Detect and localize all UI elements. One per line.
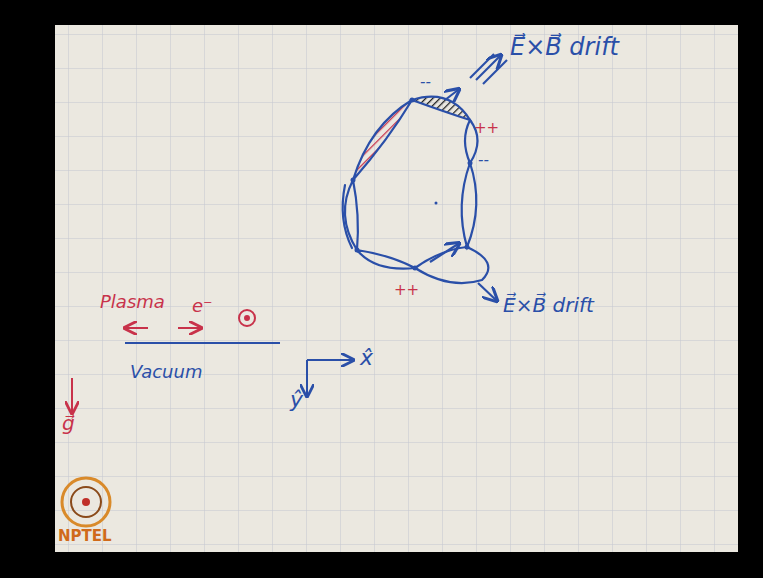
graph-paper — [55, 25, 738, 552]
drift-arrows — [430, 54, 507, 300]
flux-tubes — [343, 97, 489, 283]
handwritten-label: ++ — [474, 120, 499, 137]
hatched-tube — [412, 97, 470, 120]
logo-text: NPTEL — [58, 528, 112, 545]
handwritten-label: E⃗×B⃗ drift — [510, 34, 619, 60]
axes — [307, 360, 352, 395]
handwritten-label: Plasma — [100, 292, 165, 312]
red-arrows — [72, 310, 255, 412]
vertex-dots — [351, 98, 473, 271]
nptel-logo — [62, 478, 110, 526]
handwritten-label: -- — [478, 152, 489, 169]
flux-tube — [345, 180, 358, 250]
grid — [55, 25, 738, 552]
flux-tube — [357, 250, 415, 269]
flux-tube — [462, 163, 477, 247]
handwritten-label: -- — [420, 74, 431, 91]
handwritten-label: ++ — [394, 282, 419, 299]
handwritten-label: e⁻ — [192, 296, 213, 316]
handwritten-label: x̂ — [360, 346, 373, 370]
handwritten-label: g⃗ — [62, 412, 75, 434]
handwritten-label: Vacuum — [130, 362, 202, 382]
handwritten-label: ŷ — [290, 388, 303, 412]
outline — [343, 185, 352, 248]
flux-tube — [415, 247, 488, 283]
hatched-tube — [353, 100, 412, 180]
interface-line — [125, 342, 280, 344]
handwritten-label: E⃗×B⃗ drift — [503, 294, 594, 316]
